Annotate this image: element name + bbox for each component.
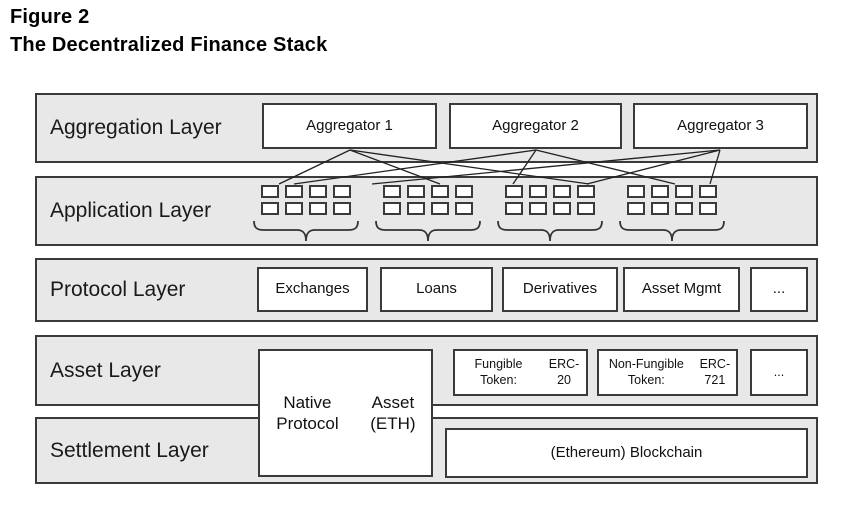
application-cell-g4-r2-c4: [699, 202, 717, 215]
application-cell-g4-r1-c4: [699, 185, 717, 198]
application-cell-g3-r1-c1: [505, 185, 523, 198]
figure-number: Figure 2: [10, 6, 90, 28]
application-cell-g1-r1-c2: [285, 185, 303, 198]
protocol-box-derivatives: Derivatives: [502, 267, 618, 312]
aggregator-box-1: Aggregator 1: [262, 103, 437, 149]
application-cell-g4-r2-c3: [675, 202, 693, 215]
application-cell-g2-r2-c3: [431, 202, 449, 215]
non-fungible-token-box: Non-Fungible Token:ERC-721: [597, 349, 738, 396]
application-cell-g2-r1-c2: [407, 185, 425, 198]
application-cell-g4-r2-c1: [627, 202, 645, 215]
application-cell-g3-r1-c3: [553, 185, 571, 198]
asset-more-box: ...: [750, 349, 808, 396]
figure-title: The Decentralized Finance Stack: [10, 34, 328, 56]
protocol-layer-label: Protocol Layer: [50, 278, 186, 301]
application-cell-g2-r2-c2: [407, 202, 425, 215]
application-cell-g1-r1-c1: [261, 185, 279, 198]
protocol-box-: ...: [750, 267, 808, 312]
settlement-layer-label: Settlement Layer: [50, 438, 209, 462]
application-cell-g2-r1-c1: [383, 185, 401, 198]
application-cell-g3-r1-c2: [529, 185, 547, 198]
application-cell-g1-r2-c2: [285, 202, 303, 215]
protocol-box-exchanges: Exchanges: [257, 267, 368, 312]
application-cell-g4-r2-c2: [651, 202, 669, 215]
application-cell-g3-r2-c4: [577, 202, 595, 215]
asset-layer-label: Asset Layer: [50, 358, 161, 382]
protocol-box-loans: Loans: [380, 267, 493, 312]
aggregation-layer-label: Aggregation Layer: [50, 116, 222, 139]
ethereum-blockchain-box: (Ethereum) Blockchain: [445, 428, 808, 478]
application-cell-g3-r2-c3: [553, 202, 571, 215]
application-layer-label: Application Layer: [50, 199, 212, 222]
application-cell-g2-r2-c1: [383, 202, 401, 215]
application-cell-g3-r1-c4: [577, 185, 595, 198]
application-cell-g1-r1-c4: [333, 185, 351, 198]
application-cell-g2-r2-c4: [455, 202, 473, 215]
protocol-box-asset-mgmt: Asset Mgmt: [623, 267, 740, 312]
aggregator-box-3: Aggregator 3: [633, 103, 808, 149]
application-cell-g1-r2-c4: [333, 202, 351, 215]
application-cell-g1-r2-c3: [309, 202, 327, 215]
fungible-token-box: Fungible Token:ERC-20: [453, 349, 588, 396]
application-cell-g3-r2-c1: [505, 202, 523, 215]
aggregator-box-2: Aggregator 2: [449, 103, 622, 149]
application-cell-g1-r2-c1: [261, 202, 279, 215]
application-cell-g4-r1-c1: [627, 185, 645, 198]
application-cell-g4-r1-c2: [651, 185, 669, 198]
application-cell-g3-r2-c2: [529, 202, 547, 215]
application-cell-g2-r1-c3: [431, 185, 449, 198]
application-cell-g1-r1-c3: [309, 185, 327, 198]
application-cell-g2-r1-c4: [455, 185, 473, 198]
application-cell-g4-r1-c3: [675, 185, 693, 198]
